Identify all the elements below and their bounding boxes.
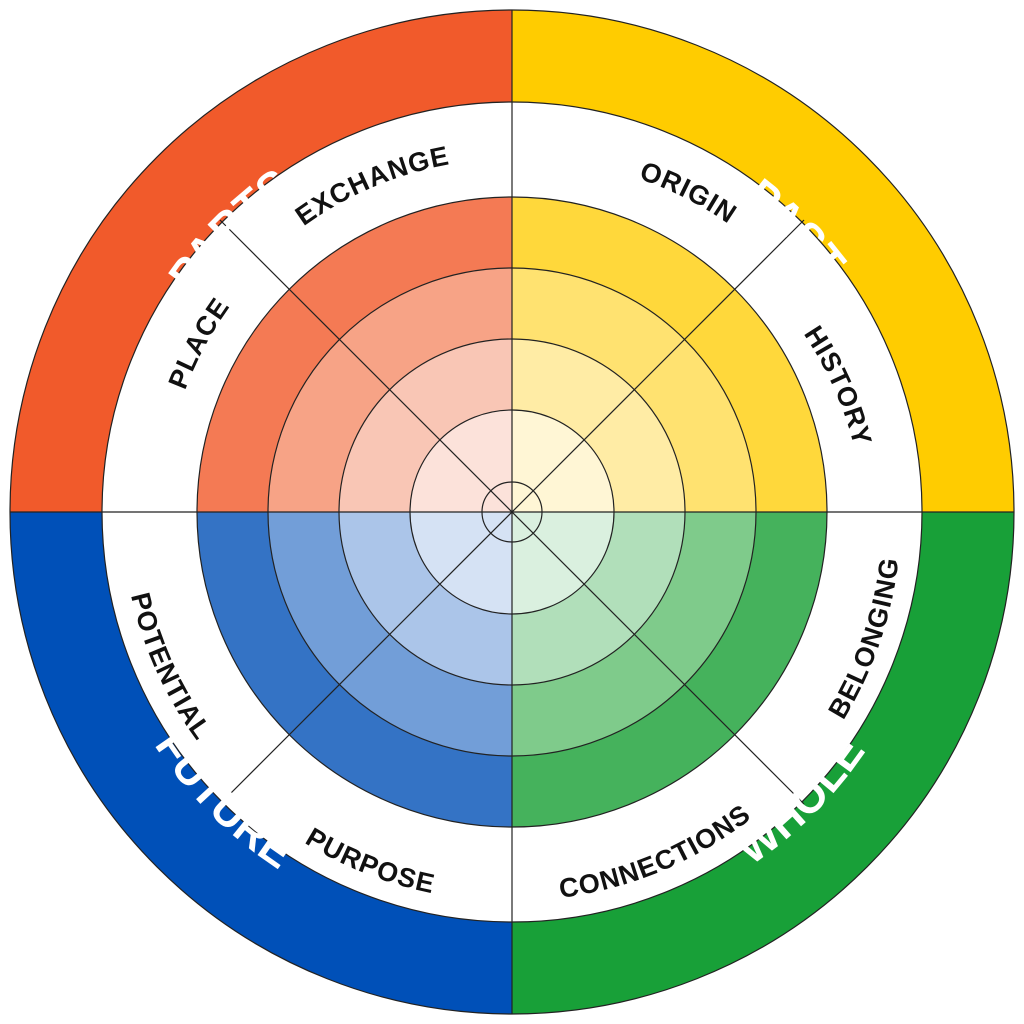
outer-rim — [9, 9, 1015, 1015]
white-ring-outer-edge — [101, 101, 923, 923]
inner-ring-3-edge — [267, 267, 757, 757]
inner-ring-2-edge — [338, 338, 686, 686]
inner-ring-4-edge — [196, 196, 828, 828]
diagonal-divider-b — [219, 219, 805, 805]
inner-ring-1-edge — [409, 409, 615, 615]
center-circle — [481, 481, 543, 543]
sector-dividers — [9, 9, 1015, 1015]
